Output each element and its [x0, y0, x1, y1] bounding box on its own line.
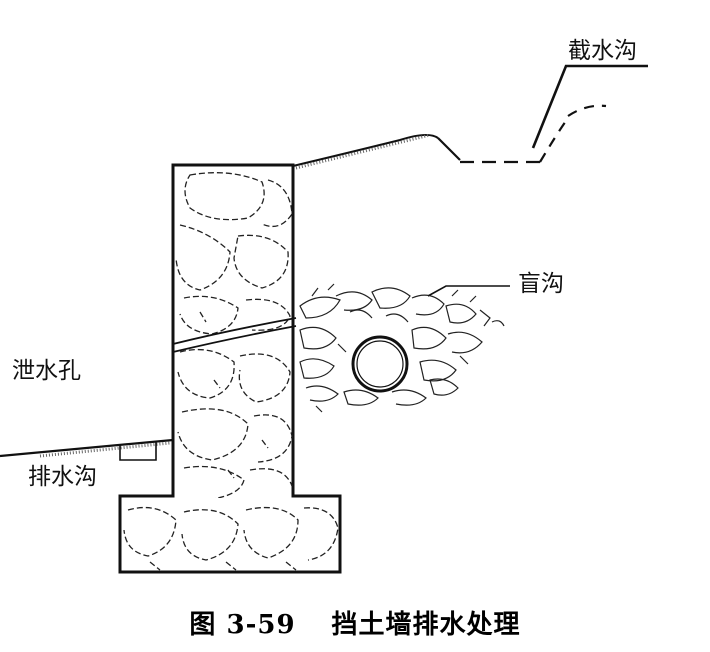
backfill-ground-surface	[292, 133, 439, 170]
blind-ditch-label: 盲沟	[518, 271, 564, 297]
figure-number: 图 3-59	[189, 610, 296, 640]
figure-caption: 图 3-59 挡土墙排水处理	[0, 612, 710, 638]
drain-ditch-label: 排水沟	[28, 464, 97, 490]
footing-masonry-pattern	[123, 506, 339, 571]
blind-ditch-pipe	[351, 335, 409, 393]
weep-hole-pipe	[172, 317, 297, 353]
drain-ditch-shape	[119, 441, 157, 461]
intercept-ditch-label: 截水沟	[568, 38, 637, 64]
weep-hole-label: 泄水孔	[12, 358, 81, 384]
front-ground-surface	[0, 438, 174, 458]
figure-title: 挡土墙排水处理	[331, 610, 521, 640]
intercept-ditch-shape	[437, 104, 607, 164]
rubble-masonry-pattern	[175, 172, 293, 498]
blind-ditch-leader	[427, 285, 510, 297]
retaining-wall-outline	[118, 163, 342, 574]
intercept-ditch-leader	[531, 64, 648, 149]
blind-ditch-gravel	[299, 283, 505, 413]
